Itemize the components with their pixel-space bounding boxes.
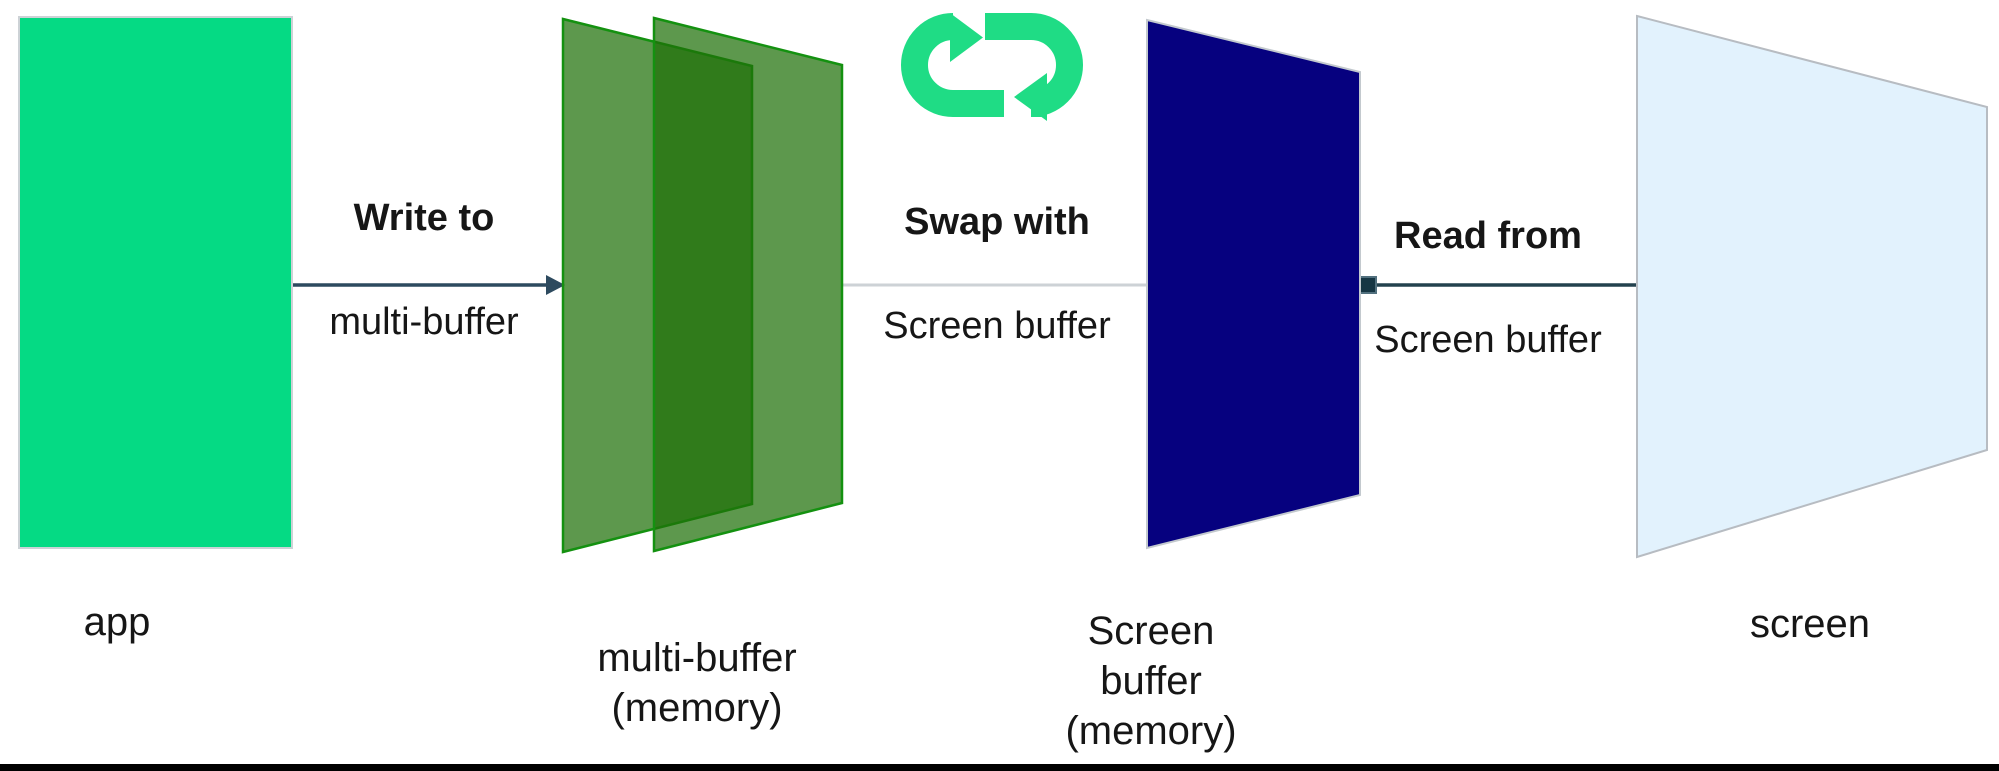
edge-label-read-from-bold: Read from xyxy=(1394,215,1582,257)
edge-label-write-to: Write to multi-buffer xyxy=(329,140,518,400)
edge-label-read-from-rest: Screen buffer xyxy=(1374,319,1602,361)
write-arrow xyxy=(292,275,565,295)
edge-label-swap-with: Swap with Screen buffer xyxy=(883,144,1110,404)
multi-buffer-pane-front xyxy=(652,16,844,553)
swap-cycle-icon xyxy=(901,12,1083,121)
write-arrowhead xyxy=(546,275,565,295)
node-label-multi-buffer: multi-buffer (memory) xyxy=(597,636,797,730)
edge-label-swap-with-bold: Swap with xyxy=(904,201,1090,243)
swap-cycle-icon-left-loop xyxy=(901,13,1004,117)
node-label-app: app xyxy=(83,600,151,644)
app-node-shape xyxy=(18,16,293,549)
swap-cycle-icon-bottom-arrowhead xyxy=(1014,73,1047,121)
swap-cycle-icon-top-arrowhead xyxy=(950,13,983,62)
screen-buffer-node-shape xyxy=(1146,18,1361,550)
node-label-screen: screen xyxy=(1749,602,1871,646)
node-label-screen-buffer: Screen buffer (memory) xyxy=(1065,609,1237,753)
edge-label-write-to-bold: Write to xyxy=(353,197,495,239)
bottom-edge-bar xyxy=(0,764,1999,771)
edge-label-swap-with-rest: Screen buffer xyxy=(883,305,1111,347)
screen-node-shape xyxy=(1636,14,1988,559)
edge-label-read-from: Read from Screen buffer xyxy=(1374,158,1601,418)
multi-buffer-node-shape xyxy=(561,16,844,554)
edge-label-write-to-rest: multi-buffer xyxy=(329,301,519,343)
